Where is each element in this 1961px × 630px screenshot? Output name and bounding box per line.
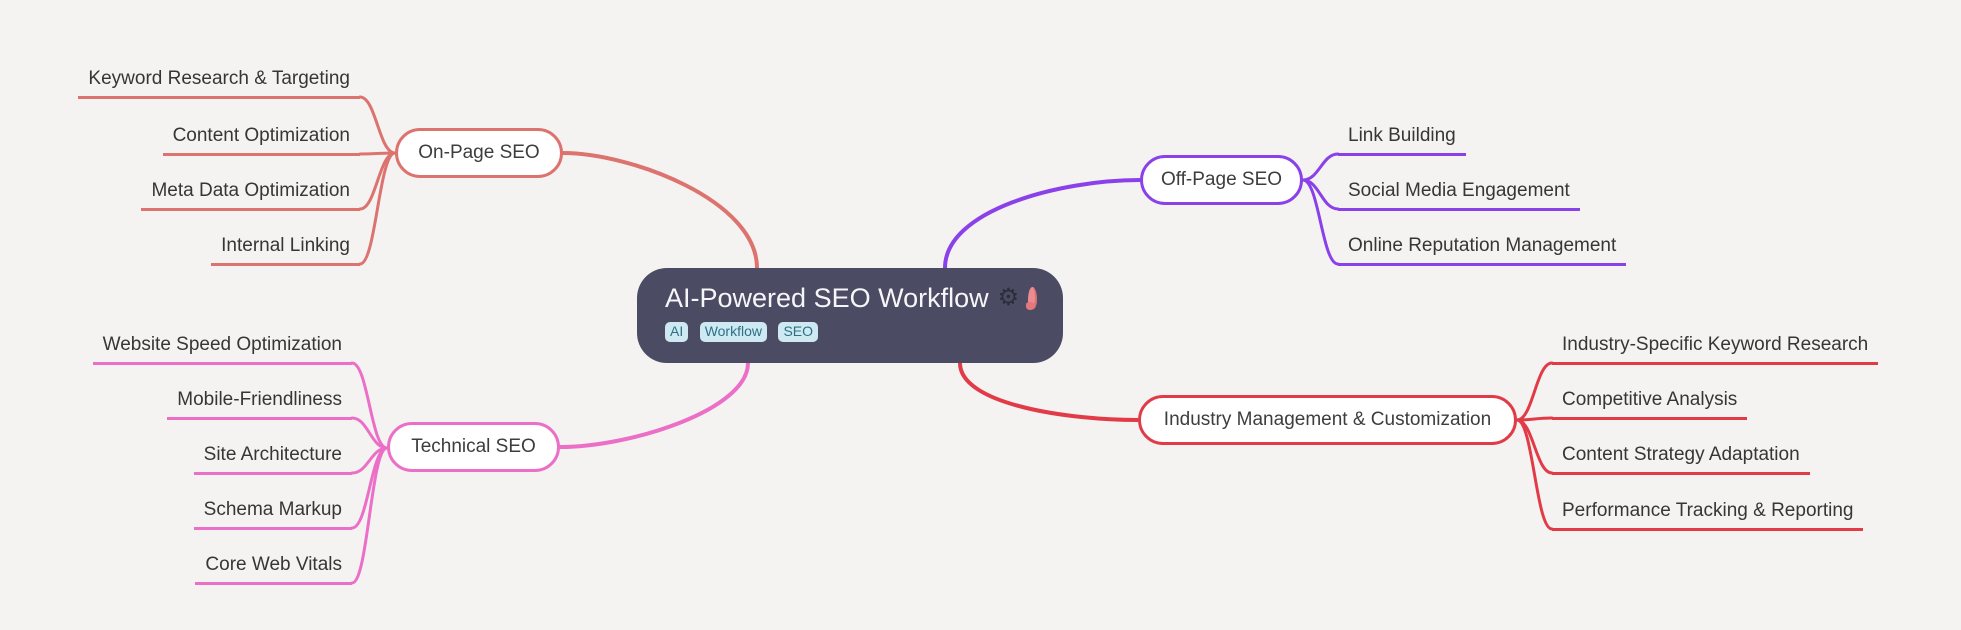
branch-node-on-page-seo[interactable]: On-Page SEO — [395, 128, 563, 178]
branch-link — [558, 361, 750, 449]
child-node-label[interactable]: Schema Markup — [193, 499, 352, 530]
child-link — [358, 95, 397, 155]
child-link — [1515, 361, 1554, 422]
child-node-label[interactable]: Performance Tracking & Reporting — [1552, 500, 1864, 531]
tag-badge: SEO — [778, 322, 819, 342]
child-node-label[interactable]: Website Speed Optimization — [92, 334, 352, 365]
child-link — [350, 446, 389, 585]
tag-badge: Workflow — [699, 322, 767, 342]
brain-icon — [1026, 287, 1037, 310]
root-title: AI-Powered SEO Workflow — [665, 283, 989, 313]
child-node-label[interactable]: Mobile-Friendliness — [167, 389, 352, 420]
child-node-label[interactable]: Online Reputation Management — [1338, 235, 1627, 266]
child-node-label[interactable]: Site Architecture — [193, 444, 352, 475]
child-link — [1301, 178, 1340, 266]
child-node-label[interactable]: Competitive Analysis — [1552, 389, 1748, 420]
child-node-label[interactable]: Content Strategy Adaptation — [1552, 444, 1810, 475]
child-link — [358, 151, 397, 266]
child-node-label[interactable]: Internal Linking — [211, 235, 360, 266]
branch-link — [958, 361, 1140, 422]
root-node[interactable]: AI-Powered SEO Workflow ⚙ AI Workflow SE… — [637, 268, 1063, 363]
gear-icon: ⚙ — [997, 284, 1020, 311]
child-node-label[interactable]: Link Building — [1338, 125, 1466, 156]
child-node-label[interactable]: Meta Data Optimization — [141, 180, 360, 211]
branch-node-technical-seo[interactable]: Technical SEO — [387, 422, 560, 472]
child-node-label[interactable]: Social Media Engagement — [1338, 180, 1580, 211]
child-link — [1301, 152, 1340, 182]
child-link — [1515, 418, 1554, 475]
root-title-row: AI-Powered SEO Workflow ⚙ — [665, 283, 1037, 313]
tag-badge: AI — [665, 322, 689, 342]
child-node-label[interactable]: Industry-Specific Keyword Research — [1552, 334, 1879, 365]
child-node-label[interactable]: Keyword Research & Targeting — [78, 68, 360, 99]
branch-link — [561, 151, 759, 270]
child-link — [1515, 418, 1554, 531]
child-link — [350, 361, 389, 450]
branch-node-off-page-seo[interactable]: Off-Page SEO — [1140, 155, 1303, 205]
child-node-label[interactable]: Core Web Vitals — [195, 554, 352, 585]
child-node-label[interactable]: Content Optimization — [162, 125, 360, 156]
branch-node-industry-management-customization[interactable]: Industry Management & Customization — [1138, 395, 1517, 445]
branch-link — [943, 178, 1142, 270]
root-tags: AI Workflow SEO — [665, 322, 1037, 342]
